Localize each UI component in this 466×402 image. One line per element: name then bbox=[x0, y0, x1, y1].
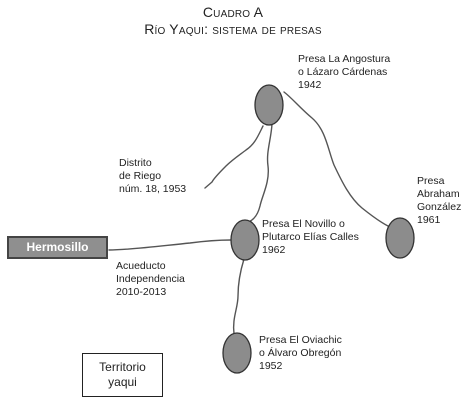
label-abraham-year: 1961 bbox=[417, 214, 441, 226]
dam-marker-oviachic bbox=[222, 332, 252, 374]
river-angostura-to-novillo bbox=[247, 123, 273, 223]
label-novillo-year: 1962 bbox=[262, 244, 286, 256]
label-acueducto: Acueducto Independencia 2010-2013 bbox=[116, 260, 185, 299]
river-novillo-to-oviachic bbox=[232, 258, 245, 335]
label-oviachic-line2: o Álvaro Obregón bbox=[259, 347, 342, 359]
label-distrito-line3: núm. 18, 1953 bbox=[119, 183, 187, 195]
label-novillo-line2: Plutarco Elías Calles bbox=[262, 231, 359, 243]
dam-marker-angostura bbox=[254, 84, 284, 126]
label-acueducto-line2: Independencia bbox=[116, 273, 185, 285]
label-angostura-line2: o Lázaro Cárdenas bbox=[298, 66, 388, 78]
title-line-2: Río Yaqui: sistema de presas bbox=[144, 21, 322, 37]
river-angostura-to-abraham bbox=[283, 91, 389, 227]
title-line-1: Cuadro A bbox=[202, 4, 264, 20]
label-abraham-line3: González bbox=[417, 201, 462, 213]
label-oviachic-line1: Presa El Oviachic bbox=[259, 334, 342, 346]
label-abraham: Presa Abraham González 1961 bbox=[417, 175, 461, 227]
label-angostura-year: 1942 bbox=[298, 79, 322, 91]
label-distrito-de-riego: Distrito de Riego núm. 18, 1953 bbox=[119, 157, 186, 196]
label-oviachic: Presa El Oviachic o Álvaro Obregón 1952 bbox=[259, 334, 342, 373]
label-angostura: Presa La Angostura o Lázaro Cárdenas 194… bbox=[298, 53, 390, 92]
label-angostura-line1: Presa La Angostura bbox=[298, 53, 391, 65]
aqueduct-line bbox=[108, 239, 232, 251]
label-distrito-line1: Distrito bbox=[119, 157, 152, 169]
diagram-title: Cuadro A Río Yaqui: sistema de presas bbox=[0, 4, 466, 38]
city-box-hermosillo: Hermosillo bbox=[7, 236, 108, 259]
label-novillo-line1: Presa El Novillo o bbox=[262, 218, 345, 230]
label-acueducto-line3: 2010-2013 bbox=[116, 286, 167, 298]
label-acueducto-line1: Acueducto bbox=[116, 260, 166, 272]
territorio-line1: Territorio bbox=[99, 360, 146, 374]
territorio-line2: yaqui bbox=[108, 375, 137, 389]
dam-marker-abraham bbox=[385, 217, 415, 259]
label-novillo: Presa El Novillo o Plutarco Elías Calles… bbox=[262, 218, 359, 257]
label-abraham-line1: Presa bbox=[417, 175, 445, 187]
territory-box-yaqui: Territorio yaqui bbox=[82, 353, 163, 397]
canal-distrito-de-riego bbox=[204, 125, 264, 189]
label-distrito-line2: de Riego bbox=[119, 170, 162, 182]
dam-marker-novillo bbox=[230, 219, 260, 261]
label-oviachic-year: 1952 bbox=[259, 360, 283, 372]
label-abraham-line2: Abraham bbox=[417, 188, 460, 200]
